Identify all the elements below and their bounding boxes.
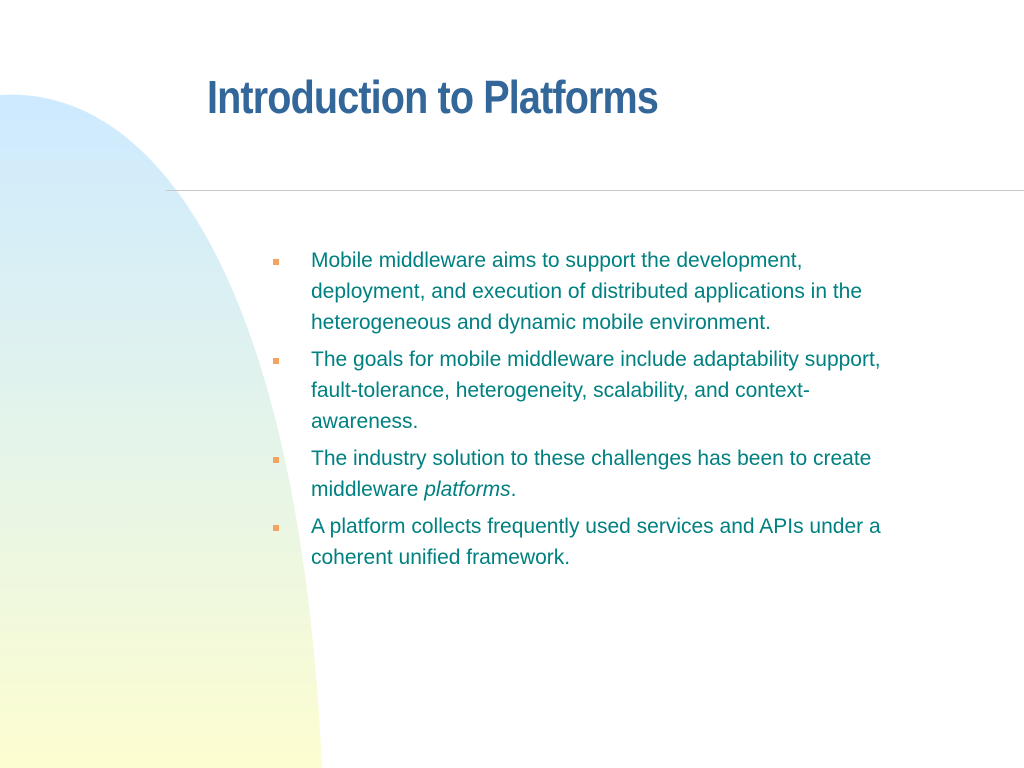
bullet-item: The industry solution to these challenge… — [270, 443, 900, 505]
bullet-text: A platform collects frequently used serv… — [311, 515, 881, 569]
small-square-bullet-icon — [273, 358, 279, 364]
small-square-bullet-icon — [273, 259, 279, 265]
bullet-text-segment: The industry solution to these challenge… — [311, 447, 872, 501]
small-square-bullet-icon — [273, 457, 279, 463]
quarter-ellipse-shape — [0, 94, 322, 768]
slide-title: Introduction to Platforms — [207, 71, 659, 123]
bullet-item: Mobile middleware aims to support the de… — [270, 245, 900, 338]
bullet-text-segment: . — [510, 478, 517, 501]
bullet-item: The goals for mobile middleware include … — [270, 344, 900, 437]
bullet-text: The industry solution to these challenge… — [311, 447, 871, 501]
bullet-text: Mobile middleware aims to support the de… — [311, 249, 863, 334]
bullet-text: The goals for mobile middleware include … — [311, 348, 881, 433]
bullet-text-emphasis: platforms — [424, 478, 511, 501]
title-divider — [166, 190, 1024, 191]
bullet-list: Mobile middleware aims to support the de… — [270, 245, 900, 579]
bullet-item: A platform collects frequently used serv… — [270, 511, 900, 573]
small-square-bullet-icon — [273, 525, 279, 531]
